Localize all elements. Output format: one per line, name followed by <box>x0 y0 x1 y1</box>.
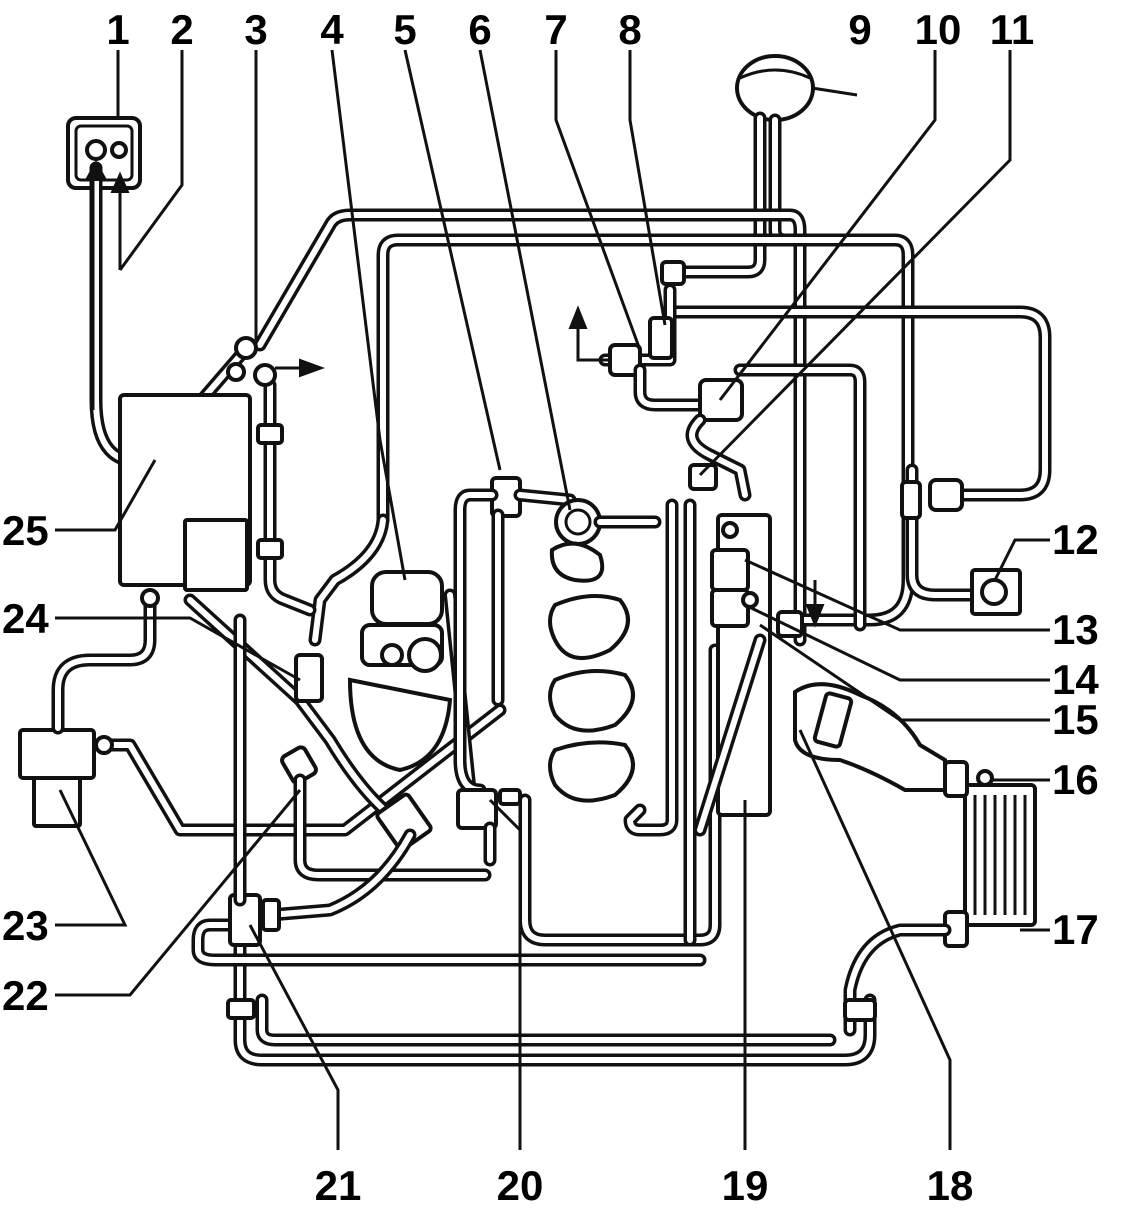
intercooler <box>843 760 1037 1037</box>
bottom-return-loop <box>191 613 877 1067</box>
callout-23: 23 <box>2 902 49 949</box>
callout-25: 25 <box>2 507 49 554</box>
callout-15: 15 <box>1052 696 1099 743</box>
heater-core-unit <box>66 116 142 190</box>
callout-2: 2 <box>170 6 193 53</box>
callout-24: 24 <box>2 595 49 642</box>
callout-6: 6 <box>468 6 491 53</box>
left-reservoir <box>118 378 317 617</box>
engine-block <box>548 498 697 947</box>
upper-valve-block <box>568 283 867 632</box>
leader-lines <box>55 49 1050 1150</box>
callout-1: 1 <box>106 6 129 53</box>
coolant-filter <box>18 588 507 837</box>
callout-19: 19 <box>722 1162 769 1209</box>
expansion-tank <box>660 54 815 286</box>
turbo-pump-assembly <box>183 570 492 922</box>
callout-20: 20 <box>497 1162 544 1209</box>
callout-9: 9 <box>848 6 871 53</box>
callout-5: 5 <box>393 6 416 53</box>
three-way-valve <box>226 336 325 387</box>
charge-air-pipe <box>793 682 947 792</box>
callout-14: 14 <box>1052 656 1099 703</box>
right-side-hoses <box>663 305 1052 602</box>
callout-13: 13 <box>1052 606 1099 653</box>
callout-3: 3 <box>244 6 267 53</box>
main-coolant-loop <box>253 208 915 647</box>
callout-21: 21 <box>315 1162 362 1209</box>
callout-17: 17 <box>1052 906 1099 953</box>
callout-labels: 1 2 3 4 5 6 7 8 9 10 11 12 13 14 15 16 1… <box>2 6 1099 1209</box>
callout-16: 16 <box>1052 756 1099 803</box>
callout-22: 22 <box>2 972 49 1019</box>
bleed-connector <box>970 568 1022 616</box>
callout-4: 4 <box>320 6 344 53</box>
callout-18: 18 <box>927 1162 974 1209</box>
callout-8: 8 <box>618 6 641 53</box>
callout-12: 12 <box>1052 516 1099 563</box>
center-valves <box>453 476 722 947</box>
callout-11: 11 <box>990 6 1034 53</box>
callout-7: 7 <box>544 6 567 53</box>
callout-10: 10 <box>915 6 962 53</box>
